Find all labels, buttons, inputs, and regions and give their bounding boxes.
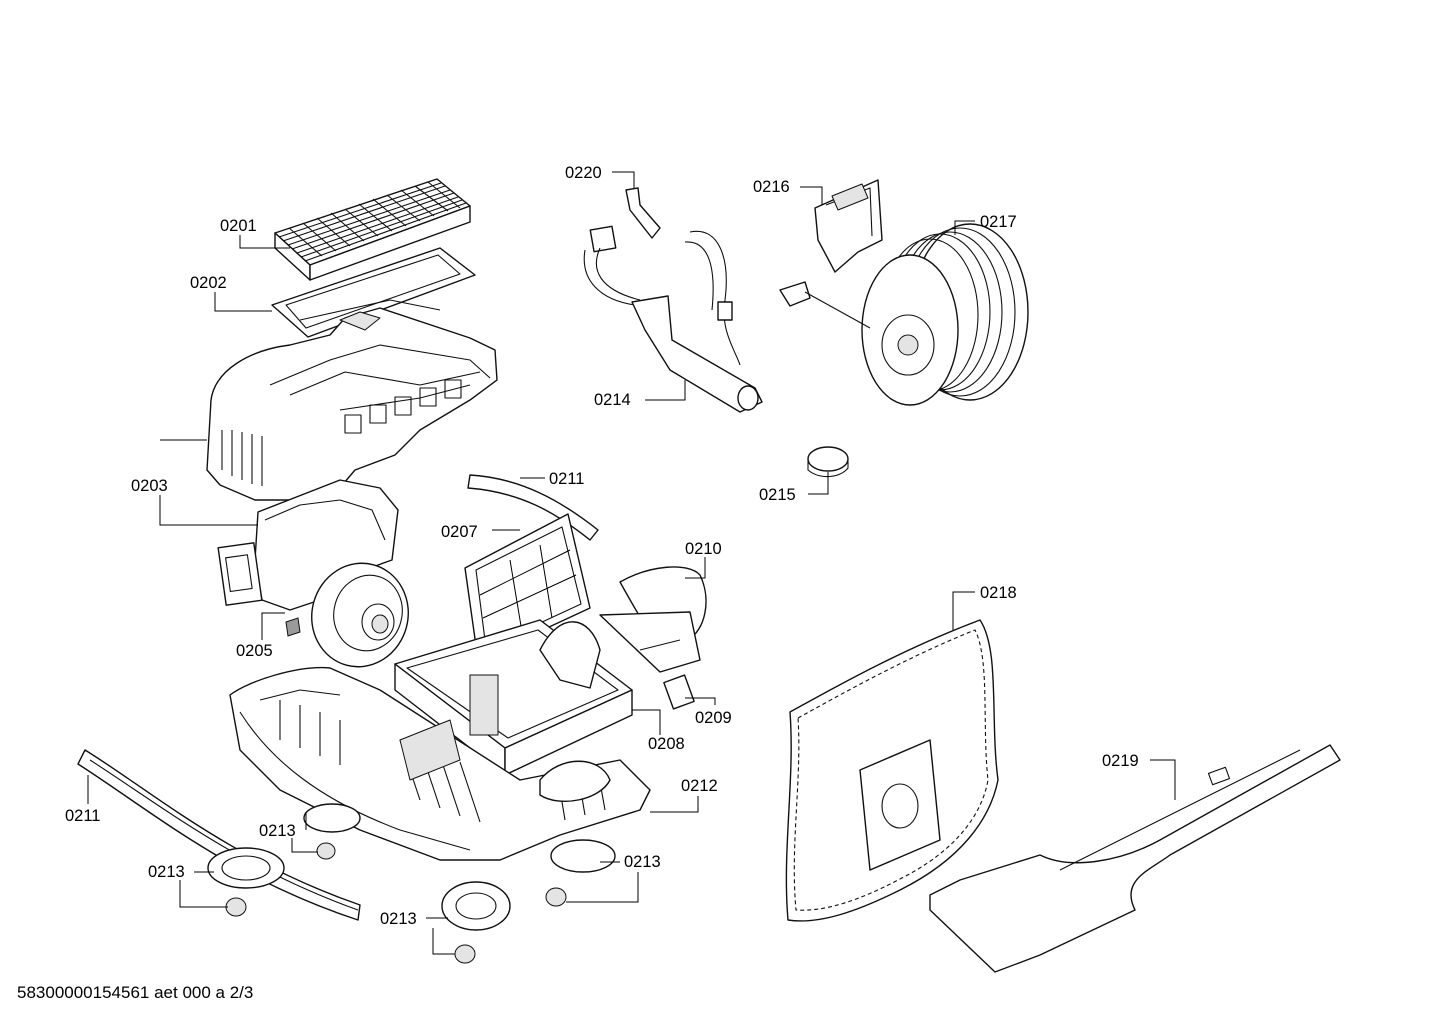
callout-0202: 0202 [190, 274, 227, 292]
document-id: 58300000154561 aet 000 a 2/3 [17, 983, 253, 1002]
part-0211-bumper [77, 749, 361, 921]
part-0215-small [807, 446, 849, 478]
part-0213-wheels [207, 803, 616, 964]
callout-0207: 0207 [441, 523, 478, 541]
callout-0213-a: 0213 [259, 822, 296, 840]
callout-0217: 0217 [980, 213, 1017, 231]
part-0201-filter [274, 178, 471, 281]
callout-0203: 0203 [131, 477, 168, 495]
callout-0209: 0209 [695, 709, 732, 727]
callout-0219: 0219 [1102, 752, 1139, 770]
callout-labels: 0201 0202 0203 0205 0207 0208 0209 0210 … [65, 164, 1139, 928]
callout-0212: 0212 [681, 777, 718, 795]
part-0216-cover [814, 179, 883, 273]
leader-lines [87, 171, 1176, 955]
callout-0213-c: 0213 [624, 853, 661, 871]
part-0208-frame [394, 611, 701, 776]
callout-0213-b: 0213 [148, 863, 185, 881]
callout-0211-upper: 0211 [549, 470, 584, 488]
part-0217-cable-reel [779, 223, 1029, 406]
part-0205-motor [217, 479, 409, 668]
callout-0208: 0208 [648, 735, 685, 753]
part-0203-housing [206, 299, 498, 501]
part-0214-bracket [583, 225, 763, 413]
callout-0220: 0220 [565, 164, 602, 182]
part-0211-seal-upper [467, 474, 599, 541]
part-0220-clip [625, 187, 661, 239]
part-0207-lid [464, 513, 591, 661]
callout-0211-lower: 0211 [65, 807, 100, 825]
callout-0201: 0201 [220, 217, 257, 235]
callout-0214: 0214 [594, 391, 631, 409]
callout-0218: 0218 [980, 584, 1017, 602]
callout-0205: 0205 [236, 642, 273, 660]
part-0219-cardboard [929, 744, 1341, 973]
callout-0210: 0210 [685, 540, 722, 558]
callout-0215: 0215 [759, 486, 796, 504]
part-0218-dust-bag [785, 619, 999, 922]
callout-0213-d: 0213 [380, 910, 417, 928]
callout-0216: 0216 [753, 178, 790, 196]
